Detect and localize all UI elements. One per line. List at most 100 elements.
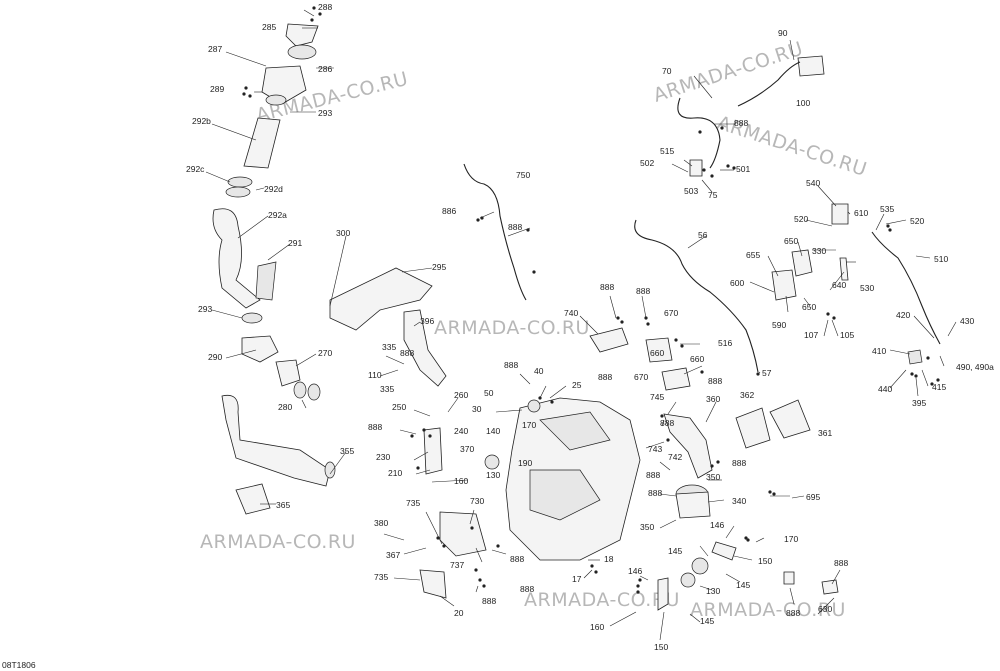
bracket-650-drawing	[771, 269, 797, 301]
callout-label: 670	[664, 308, 678, 318]
callout-label: 600	[730, 278, 744, 288]
intake-hose-drawing	[212, 208, 261, 309]
callout-label: 290	[208, 352, 222, 362]
fastener-dot	[768, 490, 772, 494]
fastener-dot	[474, 568, 478, 572]
callout-label: 240	[454, 426, 468, 436]
callout-label: 380	[374, 518, 388, 528]
callout-label: 260	[454, 390, 468, 400]
callout-label: 520	[794, 214, 808, 224]
callout-label: 160	[454, 476, 468, 486]
callout-label: 292d	[264, 184, 283, 194]
callout-label: 170	[784, 534, 798, 544]
callout-label: 886	[442, 206, 456, 216]
callout-label: 888	[508, 222, 522, 232]
fastener-dot	[886, 224, 890, 228]
callout-label: 230	[376, 452, 390, 462]
fastener-dot	[242, 92, 246, 96]
callout-label: 660	[650, 348, 664, 358]
callout-labels: 285288287286289293292b292c292d292a291293…	[186, 2, 994, 652]
fastener-dot	[680, 344, 684, 348]
callout-label: 888	[646, 470, 660, 480]
fastener-dot	[638, 578, 642, 582]
callout-label: 300	[336, 228, 350, 238]
clip-888-drawing	[783, 571, 795, 585]
callout-label: 70	[662, 66, 672, 76]
fastener-dot	[702, 168, 706, 172]
part-drawings	[212, 23, 923, 611]
callout-label: 145	[668, 546, 682, 556]
bracket-730-drawing	[439, 511, 487, 557]
callout-label: 288	[318, 2, 332, 12]
callout-label: 146	[628, 566, 642, 576]
callout-label: 130	[706, 586, 720, 596]
callout-label: 888	[734, 118, 748, 128]
callout-label: 888	[648, 488, 662, 498]
callout-label: 361	[818, 428, 832, 438]
callout-label: 145	[700, 616, 714, 626]
callout-label: 292a	[268, 210, 287, 220]
fastener-dot	[910, 372, 914, 376]
callout-label: 291	[288, 238, 302, 248]
callout-label: 743	[648, 444, 662, 454]
fastener-dot	[478, 578, 482, 582]
boot-290-drawing	[241, 335, 279, 363]
callout-label: 150	[654, 642, 668, 652]
callout-label: 590	[772, 320, 786, 330]
fastener-dot	[710, 464, 714, 468]
fastener-dot	[550, 400, 554, 404]
fastener-dot	[716, 460, 720, 464]
callout-label: 17	[572, 574, 582, 584]
callout-label: 335	[382, 342, 396, 352]
callout-label: 735	[406, 498, 420, 508]
callout-label: 742	[668, 452, 682, 462]
fastener-dot	[482, 584, 486, 588]
callout-label: 160	[590, 622, 604, 632]
fastener-dot	[772, 492, 776, 496]
fastener-dot	[914, 374, 918, 378]
callout-label: 530	[860, 283, 874, 293]
fastener-dot	[888, 228, 892, 232]
callout-label: 355	[340, 446, 354, 456]
watermark-text: ARMADA-CO.RU	[651, 38, 806, 107]
callout-label: 75	[708, 190, 718, 200]
diagram-code: 08T1806	[2, 660, 36, 670]
fastener-dot	[470, 526, 474, 530]
fastener-dot	[616, 316, 620, 320]
fastener-dot	[590, 564, 594, 568]
intake-tube-upper-drawing	[243, 117, 281, 169]
fastener-dot	[318, 12, 322, 16]
callout-label: 650	[784, 236, 798, 246]
callout-label: 335	[380, 384, 394, 394]
sprocket-130-drawing	[680, 572, 696, 588]
callout-label: 270	[318, 348, 332, 358]
callout-label: 292b	[192, 116, 211, 126]
fastener-dot	[732, 166, 736, 170]
callout-label: 420	[896, 310, 910, 320]
callout-label: 510	[934, 254, 948, 264]
grommet-365-drawing	[235, 483, 271, 515]
callout-label: 396	[420, 316, 434, 326]
callout-label: 888	[708, 376, 722, 386]
callout-label: 440	[878, 384, 892, 394]
callout-label: 57	[762, 368, 772, 378]
callout-label: 888	[598, 372, 612, 382]
fastener-dot	[538, 396, 542, 400]
clamp-355-drawing	[324, 461, 336, 479]
bracket-410-drawing	[907, 349, 923, 365]
watermark-text: ARMADA-CO.RU	[434, 317, 590, 339]
fastener-dot	[428, 434, 432, 438]
cables	[463, 61, 941, 373]
fastener-dot	[496, 544, 500, 548]
sprocket-145-drawing	[691, 557, 709, 575]
intake-clamp-drawing	[265, 94, 287, 106]
callout-label: 735	[374, 572, 388, 582]
callout-label: 630	[818, 604, 832, 614]
exhaust-360-drawing	[663, 413, 713, 479]
intake-ring-drawing	[287, 44, 317, 60]
spring-640-drawing	[839, 257, 849, 281]
fastener-dot	[660, 414, 664, 418]
callout-label: 293	[318, 108, 332, 118]
clamp-280a-drawing	[293, 381, 307, 399]
